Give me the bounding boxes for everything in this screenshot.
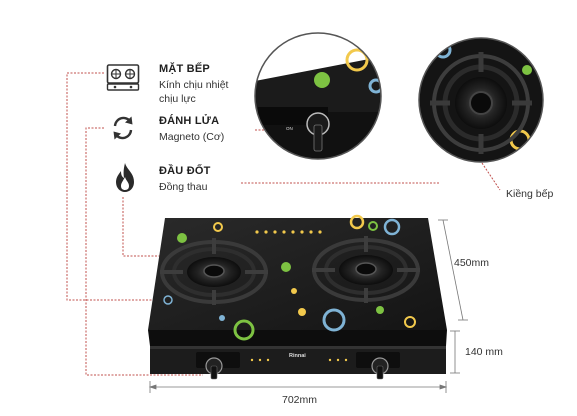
pan-support-label: Kiềng bếp [506, 188, 554, 200]
width-dimension: 702mm [279, 394, 321, 406]
svg-text:ON: ON [286, 126, 293, 131]
feature-cooktop: MẶT BẾP Kính chịu nhiệt chịu lực [159, 63, 228, 106]
brand-logo: Rinnai [289, 353, 306, 359]
right-knob [356, 352, 400, 380]
left-burner [160, 238, 268, 305]
knob-zoom: ON [255, 33, 381, 159]
flame-icon [112, 162, 138, 194]
feature-title: ĐẦU ĐỐT [159, 165, 211, 177]
feature-burner: ĐẦU ĐỐT Đồng thau [159, 165, 211, 194]
cooktop-icon [106, 62, 140, 92]
right-burner [312, 236, 420, 303]
height-dimension: 140 mm [465, 346, 503, 358]
decor-dots [163, 214, 416, 341]
pan-support-zoom [419, 38, 543, 162]
front-panel-dots [250, 358, 348, 362]
ignition-icon [110, 115, 136, 141]
depth-dimension: 450mm [454, 257, 490, 269]
feature-desc: Đồng thau [159, 181, 208, 193]
feature-ignition: ĐÁNH LỬA Magneto (Cơ) [159, 115, 224, 144]
feature-desc: Magneto (Cơ) [159, 131, 225, 143]
feature-desc: Kính chịu nhiệt [159, 79, 229, 91]
dimension-lines [148, 219, 468, 393]
stove-top [148, 218, 447, 374]
feature-desc: chịu lực [159, 93, 196, 105]
left-knob [196, 352, 240, 380]
control-dots [255, 230, 322, 234]
feature-title: MẶT BẾP [159, 63, 210, 75]
feature-title: ĐÁNH LỬA [159, 115, 220, 127]
